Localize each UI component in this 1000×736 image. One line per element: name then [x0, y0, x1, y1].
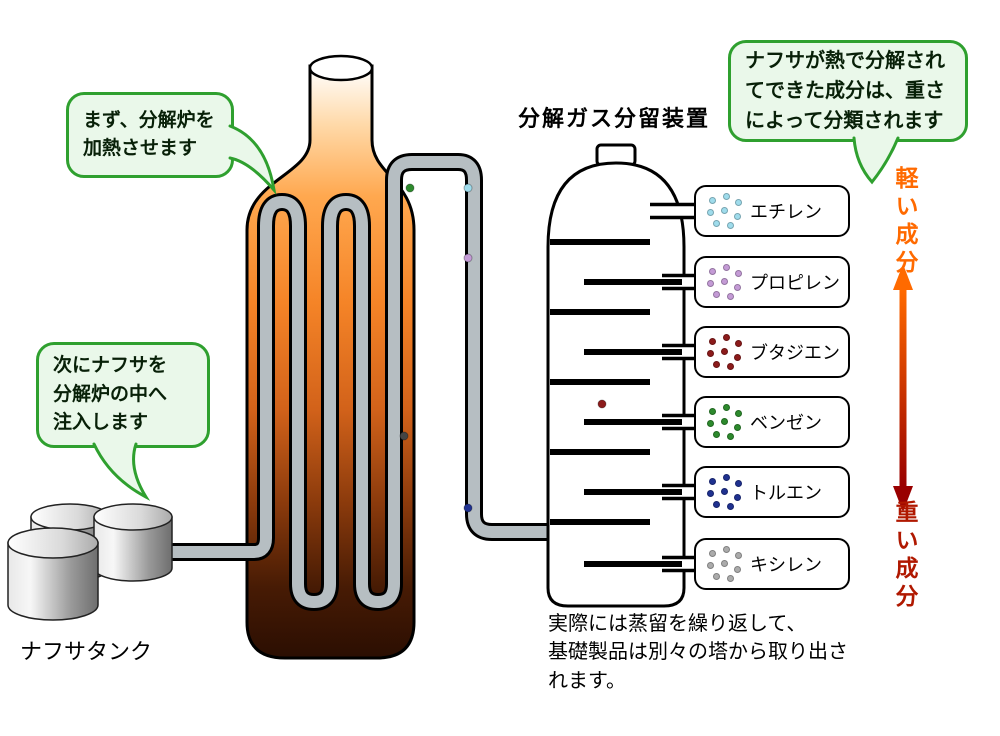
- product-label: キシレン: [750, 555, 822, 575]
- product-box-propylene: プロピレン: [694, 256, 850, 308]
- product-box-xylene: キシレン: [694, 538, 850, 590]
- heavy-components-label: 重い成分: [892, 500, 918, 612]
- column-trays: [550, 239, 682, 567]
- molecule-cluster: [696, 468, 750, 516]
- product-label: エチレン: [750, 202, 822, 222]
- molecule-cluster: [696, 540, 750, 588]
- column-vessel: [546, 161, 686, 608]
- molecule-cluster: [696, 258, 750, 306]
- product-box-benzene: ベンゼン: [694, 396, 850, 448]
- molecule-cluster: [696, 398, 750, 446]
- product-box-butadiene: ブタジエン: [694, 326, 850, 378]
- product-label: ブタジエン: [750, 343, 840, 363]
- speech-bubble-heat: まず、分解炉を 加熱させます: [66, 92, 234, 178]
- bottle-rim: [308, 54, 374, 82]
- light-components-label: 軽い成分: [892, 166, 918, 278]
- cracking-furnace-bottle: [245, 54, 416, 660]
- molecule-cluster: [696, 328, 750, 376]
- footnote-text: 実際には蒸留を繰り返して、 基礎製品は別々の塔から取り出さ れます。: [548, 613, 848, 692]
- speech-bubble-classify: ナフサが熱で分解され てできた成分は、重さ によって分類されます: [728, 40, 968, 142]
- naphtha-tank: [7, 503, 173, 621]
- product-box-toluene: トルエン: [694, 466, 850, 518]
- product-label: プロピレン: [750, 273, 840, 293]
- naphtha-tank-label: ナフサタンク: [20, 639, 153, 664]
- speech-bubble-heat-text: まず、分解炉を 加熱させます: [83, 109, 215, 160]
- product-box-ethylene: エチレン: [694, 185, 850, 237]
- speech-bubble-inject-text: 次にナフサを 分解炉の中へ 注入します: [53, 355, 168, 434]
- product-label: ベンゼン: [750, 413, 822, 433]
- weight-gradient-arrow: [893, 264, 913, 512]
- speech-bubble-inject: 次にナフサを 分解炉の中へ 注入します: [36, 342, 210, 448]
- molecule-cluster: [696, 187, 750, 235]
- product-label: トルエン: [750, 483, 822, 503]
- molecule-dots: [399, 183, 607, 513]
- heating-coil-and-transfer-pipe: [141, 153, 565, 612]
- column-outlet-stubs: [650, 202, 696, 573]
- column-top-cap: [595, 143, 637, 167]
- fractionation-column: [546, 143, 696, 608]
- column-title: 分解ガス分留装置: [518, 106, 711, 131]
- speech-bubble-classify-text: ナフサが熱で分解され てできた成分は、重さ によって分類されます: [745, 50, 945, 132]
